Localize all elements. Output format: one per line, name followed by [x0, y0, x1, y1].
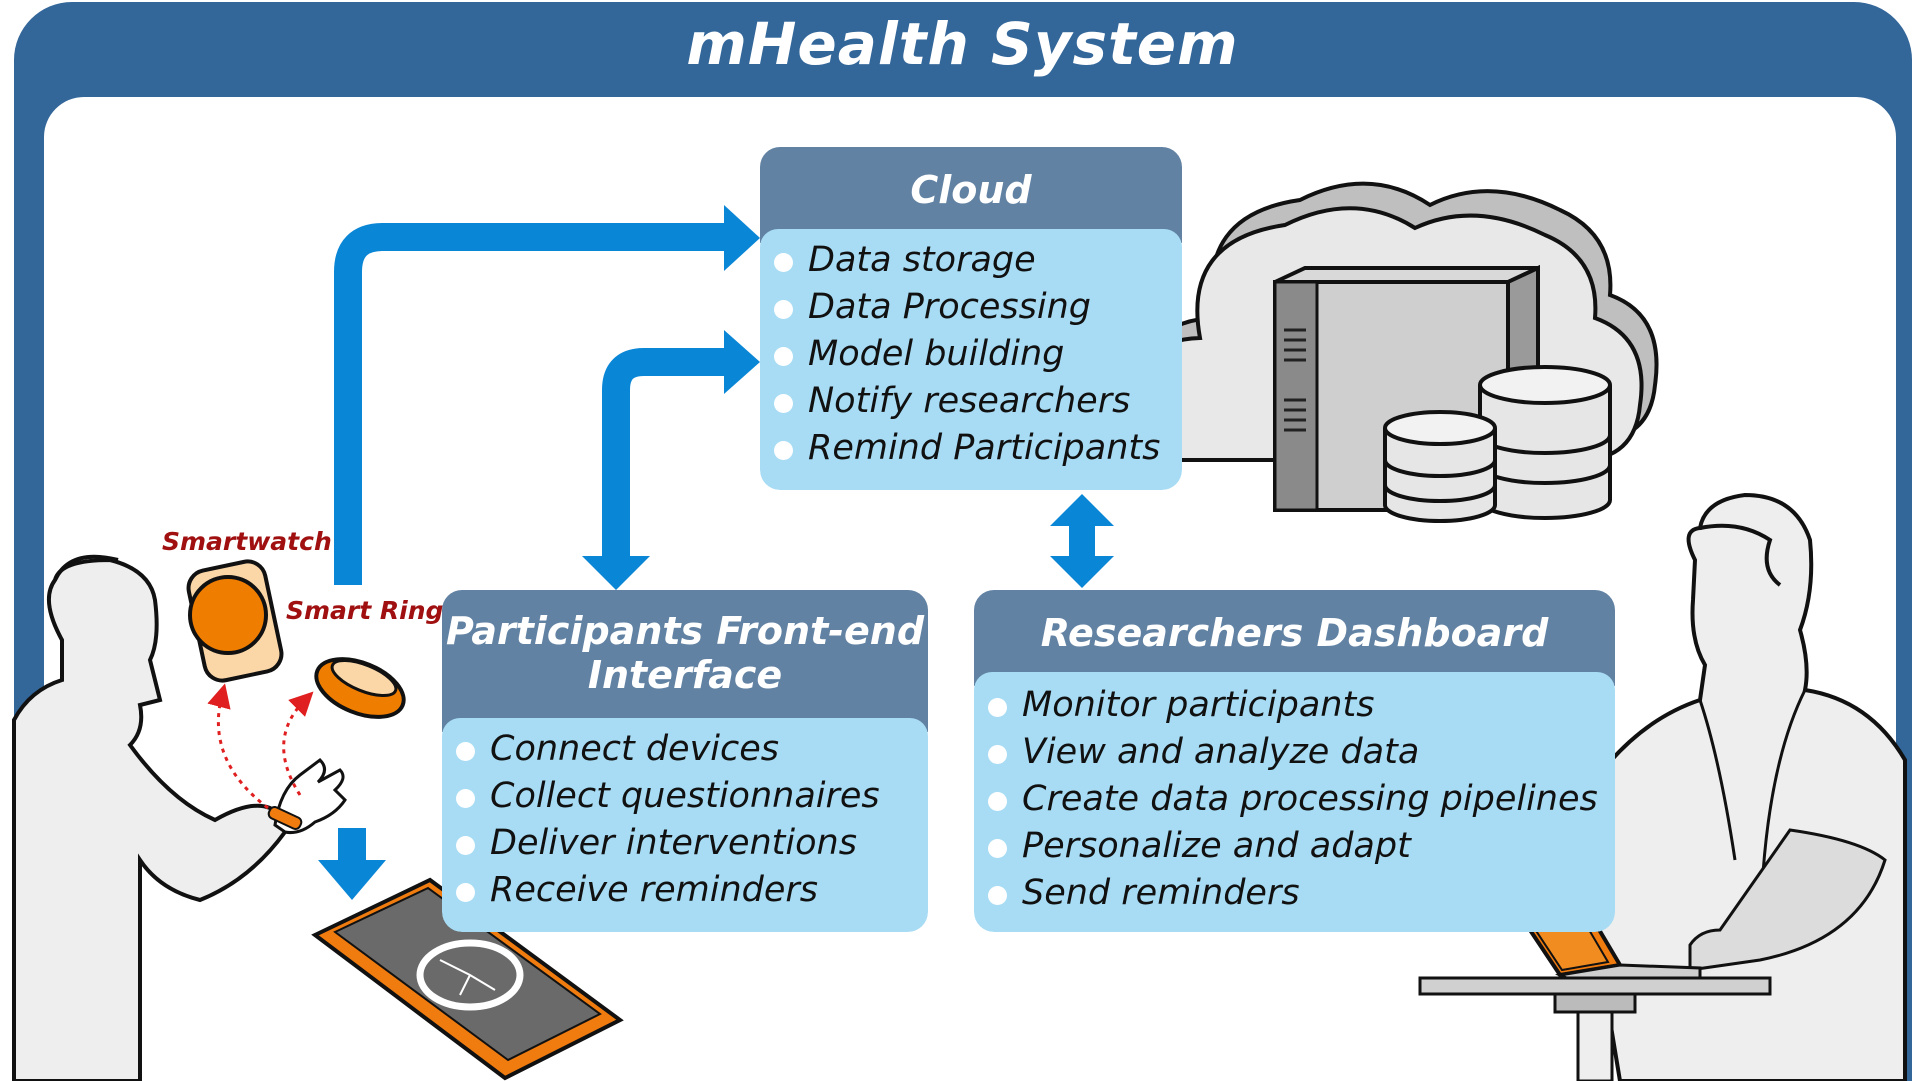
- cloud-item: Data Processing: [760, 284, 1182, 331]
- smartwatch-label: Smartwatch: [162, 527, 332, 556]
- arrow-to-phone: [318, 828, 386, 900]
- table-icon: [1418, 976, 1772, 1081]
- participants-panel: Participants Front-end Interface Connect…: [442, 590, 928, 932]
- participants-item: Connect devices: [442, 726, 928, 773]
- watch-link-curve: [207, 683, 269, 810]
- participants-item: Deliver interventions: [442, 820, 928, 867]
- smart-ring-icon: [314, 657, 406, 719]
- cloud-item: Model building: [760, 331, 1182, 378]
- page-title: mHealth System: [686, 10, 1239, 78]
- researchers-item: Personalize and adapt: [974, 823, 1615, 870]
- cloud-panel-title: Cloud: [760, 147, 1182, 243]
- researchers-item: Send reminders: [974, 870, 1615, 917]
- smart-ring-label: Smart Ring: [286, 596, 444, 625]
- researchers-item: Create data processing pipelines: [974, 776, 1615, 823]
- cloud-panel: Cloud Data storage Data Processing Model…: [760, 147, 1182, 490]
- participants-panel-body: Connect devices Collect questionnaires D…: [442, 718, 928, 932]
- researchers-panel-title: Researchers Dashboard: [974, 590, 1615, 686]
- participants-title-line2: Interface: [587, 653, 783, 697]
- ring-link-curve: [282, 691, 314, 796]
- participant-person-icon: [12, 554, 347, 1081]
- smartwatch-icon: [186, 559, 284, 683]
- researcher-person-icon: [1591, 492, 1907, 1081]
- participants-title-line1: Participants Front-end: [445, 609, 925, 653]
- participants-item: Collect questionnaires: [442, 773, 928, 820]
- cloud-item: Remind Participants: [760, 425, 1182, 472]
- cloud-item: Notify researchers: [760, 378, 1182, 425]
- researchers-item: View and analyze data: [974, 729, 1615, 776]
- smartphone-icon: [311, 877, 624, 1081]
- cloud-item: Data storage: [760, 237, 1182, 284]
- participants-panel-title: Participants Front-end Interface: [442, 590, 928, 732]
- participants-item: Receive reminders: [442, 867, 928, 914]
- arrow-participant-to-cloud: [334, 205, 760, 585]
- researchers-item: Monitor participants: [974, 682, 1615, 729]
- researchers-panel-body: Monitor participants View and analyze da…: [974, 672, 1615, 932]
- researchers-panel: Researchers Dashboard Monitor participan…: [974, 590, 1615, 932]
- cloud-panel-body: Data storage Data Processing Model build…: [760, 229, 1182, 490]
- arrow-interface-cloud: [582, 330, 760, 590]
- database-icon: [1383, 365, 1612, 523]
- arrow-cloud-dashboard: [1050, 494, 1114, 588]
